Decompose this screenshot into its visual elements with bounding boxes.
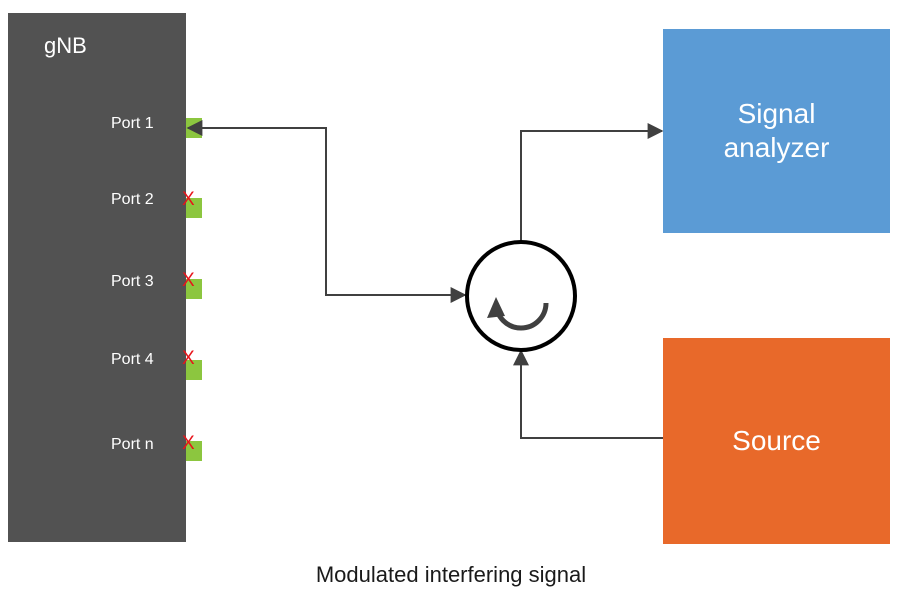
port-4-label: Port 4 xyxy=(111,351,154,368)
gnb-block xyxy=(8,13,186,542)
signal-analyzer-label-line2: analyzer xyxy=(723,132,830,163)
port-n-label: Port n xyxy=(111,436,154,453)
diagram-caption: Modulated interfering signal xyxy=(315,562,587,587)
port-n-disconnected-icon: X xyxy=(182,433,195,454)
port-3-label: Port 3 xyxy=(111,273,154,290)
signal-analyzer-box: Signal analyzer xyxy=(663,29,890,233)
circulator-icon xyxy=(465,240,577,352)
source-box: Source xyxy=(663,338,890,544)
source-to-circulator-wire xyxy=(513,349,663,439)
circulator-to-analyzer-wire xyxy=(520,123,664,242)
port-4-disconnected-icon: X xyxy=(182,348,195,369)
port-1-label: Port 1 xyxy=(111,115,154,132)
port-4-connector xyxy=(186,360,202,380)
signal-analyzer-label-line1: Signal xyxy=(737,98,816,129)
source-label: Source xyxy=(732,425,821,456)
gnb-title: gNB xyxy=(44,33,87,58)
port-2-label: Port 2 xyxy=(111,191,154,208)
port-n-connector xyxy=(186,441,202,461)
port1-to-circulator-wire xyxy=(186,120,467,303)
